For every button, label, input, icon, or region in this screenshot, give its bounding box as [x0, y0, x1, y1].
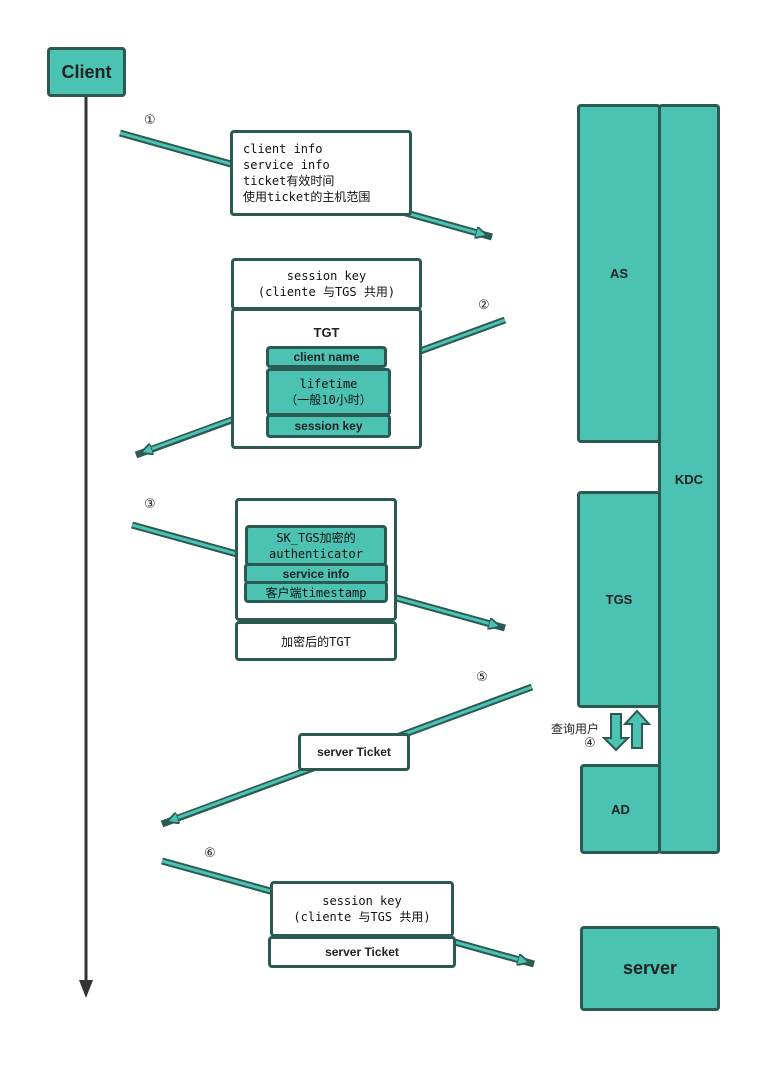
- tgt-session-key: session key: [266, 414, 391, 438]
- lifeline-arrowhead: [79, 980, 93, 998]
- step2-session-key-text: session key (cliente 与TGS 共用): [257, 269, 396, 299]
- tgt-lifetime-text: lifetime （一般10小时）: [285, 377, 372, 407]
- step-1-label: ①: [144, 113, 156, 128]
- query-user-label: 查询用户: [551, 722, 600, 736]
- step1-message-text: client info service info ticket有效时间 使用ti…: [243, 142, 371, 204]
- encrypted-tgt-box: 加密后的TGT: [235, 621, 397, 661]
- client-box: Client: [47, 47, 126, 97]
- tgt-client-name: client name: [266, 346, 387, 368]
- ad-box: AD: [580, 764, 661, 854]
- ad-label: AD: [611, 801, 630, 817]
- step6-server-ticket-text: server Ticket: [325, 945, 399, 959]
- tgt-title: TGT: [313, 325, 340, 340]
- tgs-box: TGS: [577, 491, 661, 708]
- tgt-session-key-text: session key: [294, 419, 363, 433]
- step5-server-ticket-text: server Ticket: [317, 745, 391, 759]
- step5-server-ticket: server Ticket: [298, 733, 410, 771]
- step3-timestamp-text: 客户端timestamp: [265, 585, 367, 600]
- step6-session-key-box: session key (cliente 与TGS 共用): [270, 881, 454, 937]
- server-box: server: [580, 926, 720, 1011]
- step-5-label: ⑤: [476, 670, 488, 685]
- step6-server-ticket: server Ticket: [268, 936, 456, 968]
- arrow-step4-down: [601, 713, 631, 752]
- tgt-lifetime: lifetime （一般10小时）: [266, 368, 391, 416]
- tgs-label: TGS: [605, 592, 633, 607]
- sk-tgs-authenticator: SK_TGS加密的 authenticator: [245, 525, 387, 566]
- tgt-client-name-text: client name: [293, 350, 360, 364]
- sk-tgs-authenticator-text: SK_TGS加密的 authenticator: [269, 530, 363, 561]
- step-3-label: ③: [144, 497, 156, 512]
- step3-service-info-text: service info: [282, 566, 350, 581]
- step3-timestamp: 客户端timestamp: [244, 581, 388, 603]
- step-6-label: ⑥: [204, 846, 216, 861]
- kdc-label: KDC: [674, 471, 704, 487]
- step-2-label: ②: [478, 298, 490, 313]
- as-label: AS: [609, 266, 629, 281]
- server-label: server: [622, 958, 678, 978]
- encrypted-tgt-text: 加密后的TGT: [281, 634, 351, 649]
- step-4-label: ④: [584, 736, 596, 751]
- as-box: AS: [577, 104, 661, 443]
- step2-session-key-box: session key (cliente 与TGS 共用): [231, 258, 422, 310]
- arrow-step4-up: [622, 709, 652, 749]
- client-label: Client: [61, 61, 112, 82]
- step1-message-box: client info service info ticket有效时间 使用ti…: [230, 130, 412, 216]
- step6-session-key-text: session key (cliente 与TGS 共用): [293, 894, 431, 924]
- kdc-box: KDC: [658, 104, 720, 854]
